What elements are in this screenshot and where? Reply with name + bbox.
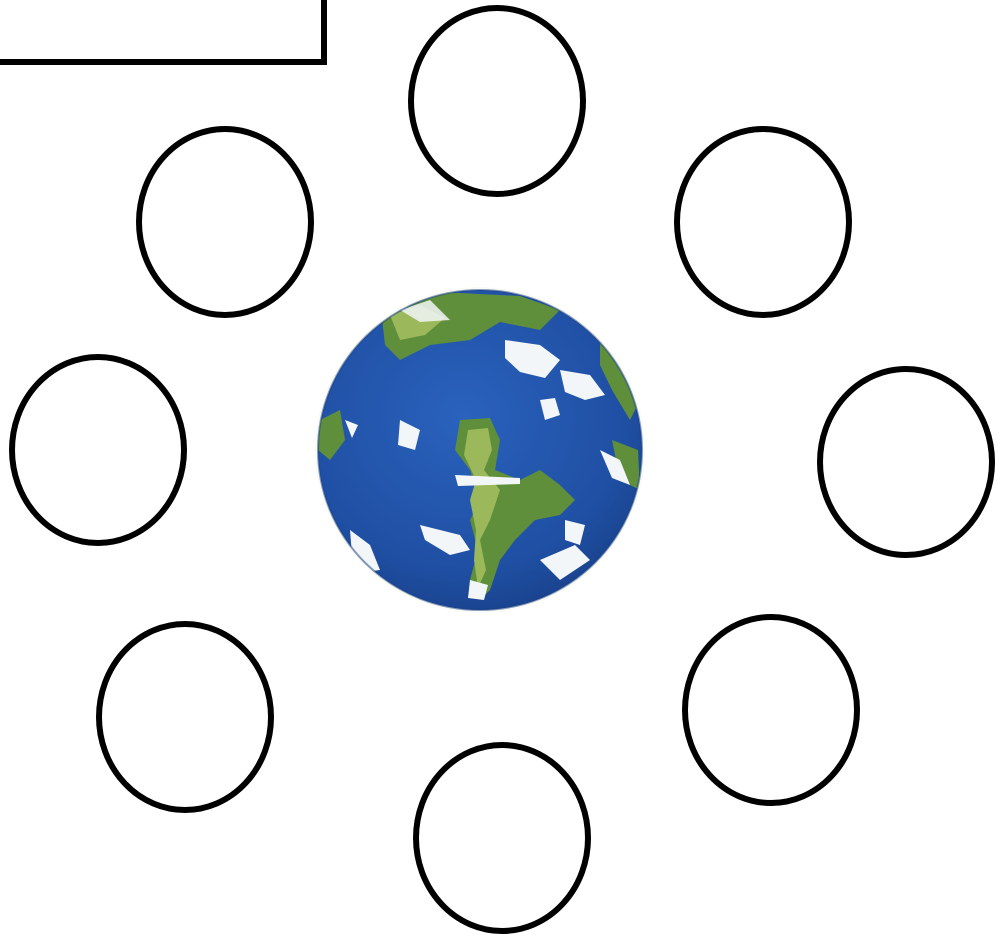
blank-circle-bottom[interactable] xyxy=(416,745,588,931)
blank-circle-upper-right[interactable] xyxy=(677,129,849,315)
earth-globe-icon xyxy=(300,280,660,620)
blank-circle-right[interactable] xyxy=(820,369,992,555)
blank-circle-upper-left[interactable] xyxy=(139,129,311,315)
blank-circle-lower-left[interactable] xyxy=(99,624,271,810)
blank-circle-left[interactable] xyxy=(12,357,184,543)
blank-circle-lower-right[interactable] xyxy=(685,617,857,803)
label-box[interactable] xyxy=(0,0,324,62)
blank-circle-top[interactable] xyxy=(411,8,583,194)
